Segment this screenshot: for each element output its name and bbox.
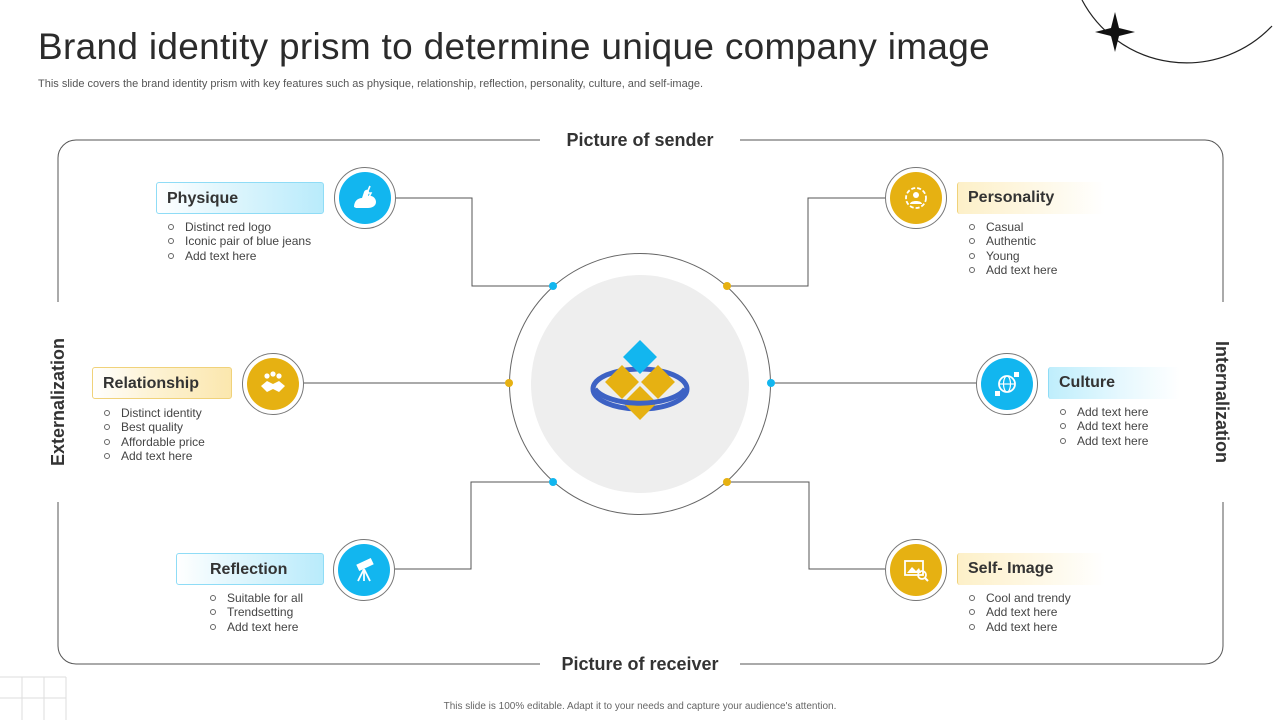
dot-relationship — [505, 379, 513, 387]
list-item: Young — [968, 249, 1057, 263]
list-item: Authentic — [968, 234, 1057, 248]
axis-label-left: Externalization — [46, 302, 70, 502]
footer-note: This slide is 100% editable. Adapt it to… — [443, 701, 837, 712]
list-item: Add text here — [209, 620, 303, 634]
dot-culture — [767, 379, 775, 387]
axis-label-right: Internalization — [1210, 302, 1234, 502]
list-item: Add text here — [968, 605, 1071, 619]
list-item: Trendsetting — [209, 605, 303, 619]
page-title: Brand identity prism to determine unique… — [38, 26, 990, 67]
dot-self-image — [723, 478, 731, 486]
handshake-icon — [261, 371, 285, 392]
facet-list-physique: Distinct red logo Iconic pair of blue je… — [167, 220, 311, 263]
sparkle-star-icon — [1095, 12, 1135, 52]
facet-list-reflection: Suitable for all Trendsetting Add text h… — [209, 591, 303, 634]
facet-title-self-image: Self- Image — [957, 553, 1105, 585]
facet-icon-ring-physique — [334, 167, 396, 229]
axis-label-top: Picture of sender — [540, 128, 740, 152]
dot-reflection — [549, 478, 557, 486]
dot-physique — [549, 282, 557, 290]
facet-icon-ring-culture — [976, 353, 1038, 415]
globe-network-icon — [995, 372, 1019, 396]
list-item: Add text here — [1059, 405, 1148, 419]
list-item: Add text here — [1059, 419, 1148, 433]
list-item: Add text here — [968, 263, 1057, 277]
facet-icon-ring-relationship — [242, 353, 304, 415]
list-item: Best quality — [103, 420, 205, 434]
axis-label-bottom: Picture of receiver — [540, 652, 740, 676]
list-item: Casual — [968, 220, 1057, 234]
image-search-icon — [904, 560, 929, 582]
facet-icon-ring-self-image — [885, 539, 947, 601]
telescope-icon — [356, 557, 374, 582]
list-item: Add text here — [103, 449, 205, 463]
list-item: Add text here — [167, 249, 311, 263]
facet-list-personality: Casual Authentic Young Add text here — [968, 220, 1057, 277]
facet-title-personality: Personality — [957, 182, 1105, 214]
list-item: Distinct red logo — [167, 220, 311, 234]
dot-personality — [723, 282, 731, 290]
list-item: Suitable for all — [209, 591, 303, 605]
brand-diamond-logo-icon — [590, 340, 690, 420]
facet-list-relationship: Distinct identity Best quality Affordabl… — [103, 406, 205, 463]
page-subtitle: This slide covers the brand identity pri… — [38, 78, 704, 90]
list-item: Cool and trendy — [968, 591, 1071, 605]
connector-self-image — [727, 481, 885, 570]
decor-arc — [1081, 0, 1273, 64]
facet-icon-ring-reflection — [333, 539, 395, 601]
facet-title-physique: Physique — [156, 182, 324, 214]
connector-personality — [727, 197, 885, 287]
connector-physique — [396, 197, 553, 287]
list-item: Add text here — [1059, 434, 1148, 448]
list-item: Distinct identity — [103, 406, 205, 420]
list-item: Iconic pair of blue jeans — [167, 234, 311, 248]
list-item: Add text here — [968, 620, 1071, 634]
center-circle-inner — [531, 275, 749, 493]
facet-title-culture: Culture — [1048, 367, 1180, 399]
facet-title-reflection: Reflection — [176, 553, 324, 585]
facet-list-culture: Add text here Add text here Add text her… — [1059, 405, 1148, 448]
muscle-arm-icon — [354, 185, 376, 208]
facet-icon-ring-personality — [885, 167, 947, 229]
list-item: Affordable price — [103, 435, 205, 449]
facet-list-self-image: Cool and trendy Add text here Add text h… — [968, 591, 1071, 634]
facet-title-relationship: Relationship — [92, 367, 232, 399]
connector-reflection — [395, 481, 553, 570]
person-gear-icon — [905, 187, 927, 209]
grid-decoration — [0, 676, 67, 720]
